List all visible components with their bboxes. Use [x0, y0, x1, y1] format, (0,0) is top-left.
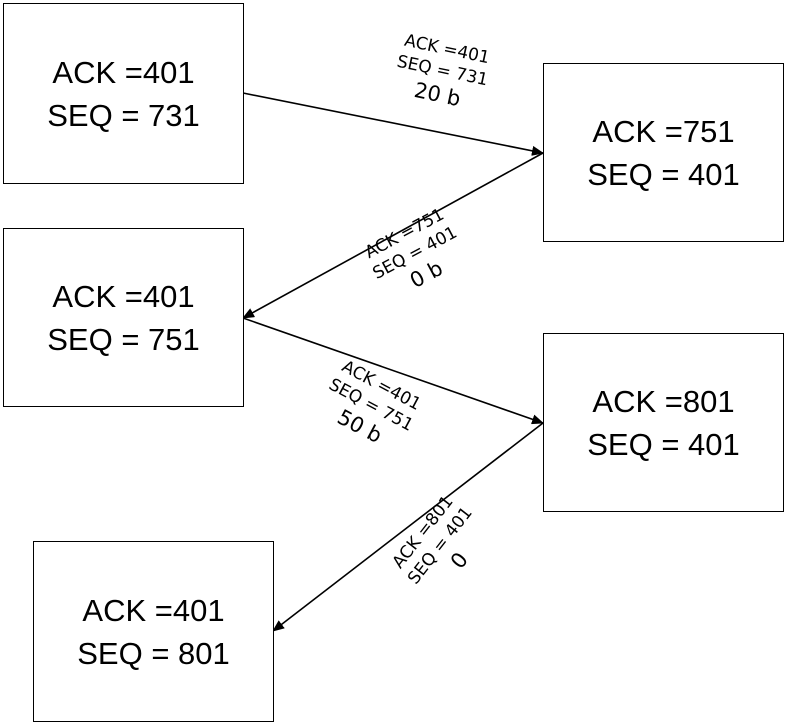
- state-box-2: ACK =751 SEQ = 401: [543, 63, 784, 242]
- state-box-4: ACK =801 SEQ = 401: [543, 333, 784, 512]
- box-seq: SEQ = 401: [587, 156, 740, 192]
- box-seq: SEQ = 731: [47, 97, 200, 133]
- arrow-2: [242, 152, 544, 319]
- box-seq: SEQ = 401: [587, 426, 740, 462]
- box-ack: ACK =401: [52, 278, 195, 314]
- arrow-4: [272, 422, 544, 632]
- state-box-5: ACK =401 SEQ = 801: [33, 541, 274, 722]
- arrow-1: [242, 92, 544, 156]
- box-ack: ACK =401: [82, 592, 225, 628]
- box-ack: ACK =751: [592, 113, 735, 149]
- box-seq: SEQ = 751: [47, 321, 200, 357]
- box-seq: SEQ = 801: [77, 635, 230, 671]
- state-box-1: ACK =401 SEQ = 731: [3, 3, 244, 184]
- box-ack: ACK =401: [52, 54, 195, 90]
- box-ack: ACK =801: [592, 383, 735, 419]
- state-box-3: ACK =401 SEQ = 751: [3, 228, 244, 407]
- arrow-3: [242, 317, 544, 425]
